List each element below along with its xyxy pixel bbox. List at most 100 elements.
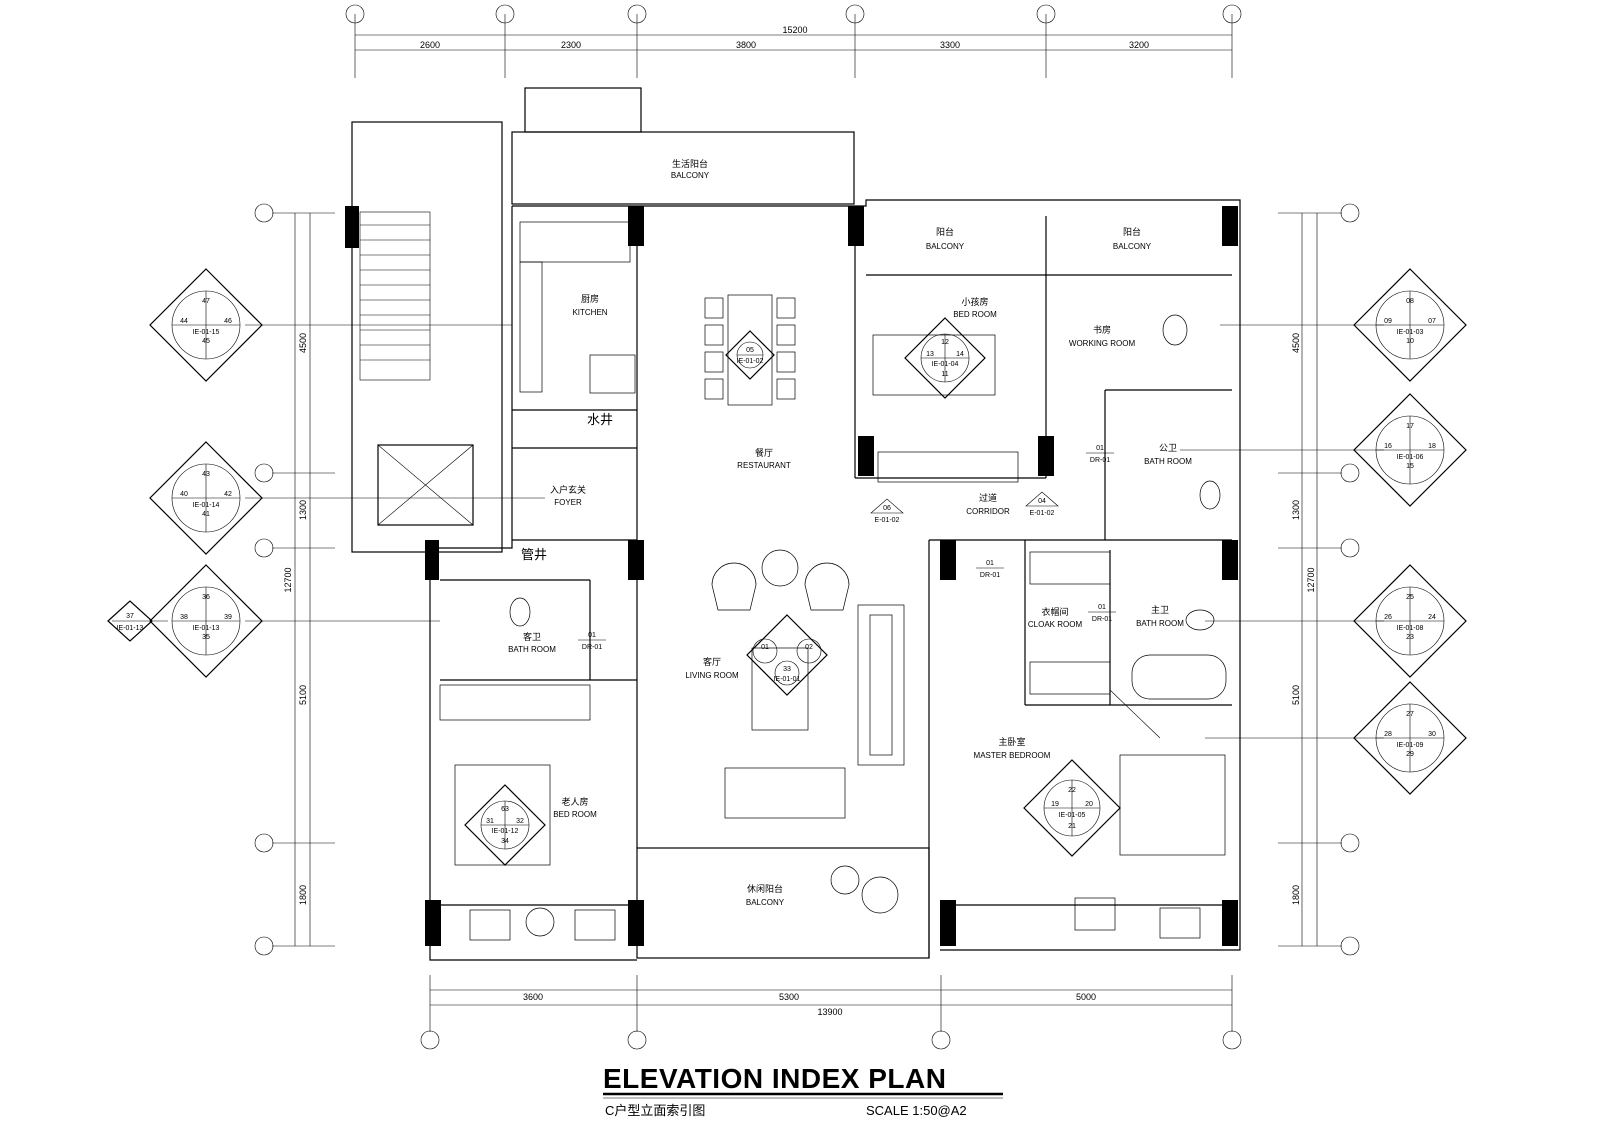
svg-text:30: 30 xyxy=(1428,731,1436,738)
room-label-cn: 休闲阳台 xyxy=(747,883,783,894)
furniture xyxy=(439,221,1227,941)
svg-text:43: 43 xyxy=(202,471,210,478)
svg-text:28: 28 xyxy=(1384,731,1392,738)
svg-text:01: 01 xyxy=(588,632,596,639)
svg-text:DR-01: DR-01 xyxy=(1090,457,1110,464)
svg-text:13: 13 xyxy=(926,351,934,358)
svg-text:35: 35 xyxy=(202,634,210,641)
room-label-en: BALCONY xyxy=(746,898,785,907)
right-index-symbols: 08 09 07 10 IE-01-03 17 16 18 15 IE-01-0… xyxy=(1353,268,1467,795)
left-dim-2: 1300 xyxy=(298,500,308,520)
top-dim-5: 3200 xyxy=(1129,40,1149,50)
svg-text:44: 44 xyxy=(180,318,188,325)
room-label-cn: 老人房 xyxy=(561,796,588,807)
top-dim-1: 2600 xyxy=(420,40,440,50)
svg-text:IE-01-02: IE-01-02 xyxy=(737,358,764,365)
svg-text:18: 18 xyxy=(1428,443,1436,450)
svg-text:DR-01: DR-01 xyxy=(980,572,1000,579)
room-label-en: MASTER BEDROOM xyxy=(974,751,1051,760)
svg-text:06: 06 xyxy=(883,505,891,512)
room-label-cn: 衣帽间 xyxy=(1041,606,1068,617)
svg-text:25: 25 xyxy=(1406,594,1414,601)
svg-text:24: 24 xyxy=(1428,614,1436,621)
room-label-en: FOYER xyxy=(554,498,582,507)
room-label-cn: 过道 xyxy=(979,492,997,503)
bottom-total-dim: 13900 xyxy=(817,1007,842,1017)
elevation-tag: 04 E-01-02 xyxy=(1025,491,1059,517)
svg-text:IE-01-04: IE-01-04 xyxy=(932,361,959,368)
room-label-en: BALCONY xyxy=(926,242,965,251)
svg-text:17: 17 xyxy=(1406,423,1414,430)
room-label-cn: 生活阳台 xyxy=(672,158,708,169)
left-dim-1: 4500 xyxy=(298,333,308,353)
svg-text:IE-01-15: IE-01-15 xyxy=(193,329,220,336)
room-label-en: LIVING ROOM xyxy=(685,671,739,680)
right-dimensions: 12700 4500 1300 5100 1800 xyxy=(1278,203,1360,956)
room-label-cn: 餐厅 xyxy=(755,447,773,458)
room-label-en: RESTAURANT xyxy=(737,461,791,470)
top-dim-3: 3800 xyxy=(736,40,756,50)
svg-text:38: 38 xyxy=(180,614,188,621)
svg-text:45: 45 xyxy=(202,338,210,345)
room-label-cn: 主卫 xyxy=(1151,604,1169,615)
svg-text:20: 20 xyxy=(1085,801,1093,808)
top-dim-4: 3300 xyxy=(940,40,960,50)
svg-text:19: 19 xyxy=(1051,801,1059,808)
bottom-dim-1: 3600 xyxy=(523,992,543,1002)
room-label-en: WORKING ROOM xyxy=(1069,339,1136,348)
grid-bubble xyxy=(495,4,515,24)
room-label-cn: 书房 xyxy=(1093,324,1111,335)
svg-text:IE-01-06: IE-01-06 xyxy=(1397,454,1424,461)
svg-text:63: 63 xyxy=(501,806,509,813)
room-label-en: BATH ROOM xyxy=(508,645,556,654)
elevation-index-symbol: 22 19 20 21 IE-01-05 xyxy=(1023,759,1121,857)
svg-text:IE-01-03: IE-01-03 xyxy=(1397,329,1424,336)
svg-text:32: 32 xyxy=(516,818,524,825)
svg-text:IE-01-13: IE-01-13 xyxy=(117,625,144,632)
room-label-cn: 阳台 xyxy=(936,226,954,237)
index-leaders xyxy=(148,324,1384,739)
svg-text:07: 07 xyxy=(1428,318,1436,325)
door-tag: 01 DR-01 xyxy=(1088,604,1116,623)
elevation-arrow-symbol: 37 IE-01-13 xyxy=(107,600,153,642)
elevation-index-symbol: 08 09 07 10 IE-01-03 xyxy=(1353,268,1467,382)
door-tag: 01 DR-01 xyxy=(578,632,606,651)
title-block: ELEVATION INDEX PLAN C户型立面索引图 SCALE 1:50… xyxy=(603,1063,1003,1118)
svg-text:04: 04 xyxy=(1038,498,1046,505)
room-label-cn: 管井 xyxy=(521,547,547,562)
svg-text:42: 42 xyxy=(224,491,232,498)
svg-text:33: 33 xyxy=(783,666,791,673)
right-dim-3: 5100 xyxy=(1291,685,1301,705)
elevation-index-symbol: 05 IE-01-02 xyxy=(725,330,775,380)
bottom-dimensions: 3600 5300 5000 13900 xyxy=(420,975,1242,1050)
svg-text:46: 46 xyxy=(224,318,232,325)
room-label-cn: 入户玄关 xyxy=(550,484,586,495)
svg-text:09: 09 xyxy=(1384,318,1392,325)
svg-text:IE-01-01: IE-01-01 xyxy=(774,676,801,683)
svg-text:31: 31 xyxy=(486,818,494,825)
door-tags: 01 DR-01 01 DR-01 01 DR-01 01 DR-01 06 E… xyxy=(578,445,1116,651)
room-label-en: BED ROOM xyxy=(953,310,997,319)
room-label-en: BALCONY xyxy=(671,171,710,180)
room-labels: 生活阳台 BALCONY 阳台 BALCONY 阳台 BALCONY 厨房 KI… xyxy=(508,158,1192,907)
svg-text:IE-01-12: IE-01-12 xyxy=(492,828,519,835)
svg-text:23: 23 xyxy=(1406,634,1414,641)
svg-text:E-01-02: E-01-02 xyxy=(875,517,900,524)
room-label-en: BALCONY xyxy=(1113,242,1152,251)
elevation-index-symbol: 27 28 30 29 IE-01-09 xyxy=(1353,681,1467,795)
svg-text:34: 34 xyxy=(501,838,509,845)
elevation-index-symbol: 01 33 02 IE-01-01 xyxy=(746,614,828,696)
elevation-index-symbol: 63 31 32 34 IE-01-12 xyxy=(464,784,546,866)
walls xyxy=(345,87,1241,961)
svg-text:26: 26 xyxy=(1384,614,1392,621)
room-label-en: CLOAK ROOM xyxy=(1028,620,1083,629)
right-dim-4: 1800 xyxy=(1291,885,1301,905)
svg-text:29: 29 xyxy=(1406,751,1414,758)
room-label-cn: 客厅 xyxy=(703,656,721,667)
top-dim-2: 2300 xyxy=(561,40,581,50)
svg-text:IE-01-05: IE-01-05 xyxy=(1059,812,1086,819)
svg-text:IE-01-13: IE-01-13 xyxy=(193,625,220,632)
room-label-cn: 阳台 xyxy=(1123,226,1141,237)
svg-text:47: 47 xyxy=(202,298,210,305)
